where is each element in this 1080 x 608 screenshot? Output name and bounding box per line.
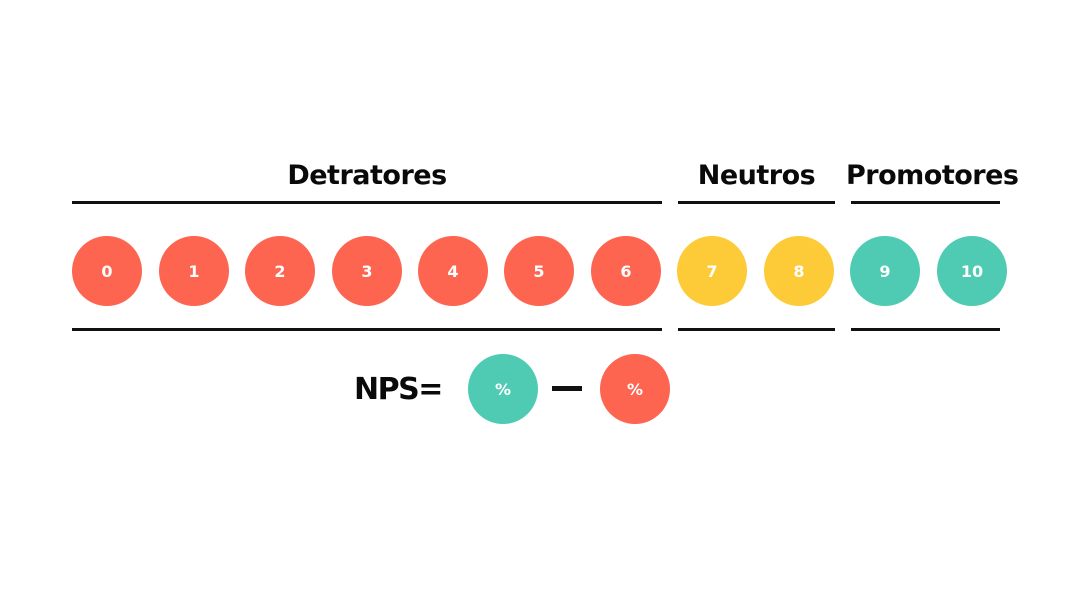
promoters-bottom-rule <box>851 328 1000 331</box>
score-0: 0 <box>72 236 142 306</box>
passives-heading: Neutros <box>697 160 816 191</box>
score-7: 7 <box>677 236 747 306</box>
score-4: 4 <box>418 236 488 306</box>
minus-sign <box>552 386 582 391</box>
score-5: 5 <box>504 236 574 306</box>
score-3: 3 <box>332 236 402 306</box>
score-8: 8 <box>764 236 834 306</box>
passives-top-rule <box>678 201 835 204</box>
score-2: 2 <box>245 236 315 306</box>
promoters-percent-circle: % <box>468 354 538 424</box>
score-10: 10 <box>937 236 1007 306</box>
detractors-top-rule <box>72 201 662 204</box>
score-9: 9 <box>850 236 920 306</box>
score-6: 6 <box>591 236 661 306</box>
passives-bottom-rule <box>678 328 835 331</box>
nps-formula-label: NPS= <box>354 372 443 407</box>
promoters-top-rule <box>851 201 1000 204</box>
promoters-heading: Promotores <box>846 160 1019 191</box>
detractors-heading: Detratores <box>287 160 447 191</box>
detractors-bottom-rule <box>72 328 662 331</box>
detractors-percent-circle: % <box>600 354 670 424</box>
score-1: 1 <box>159 236 229 306</box>
